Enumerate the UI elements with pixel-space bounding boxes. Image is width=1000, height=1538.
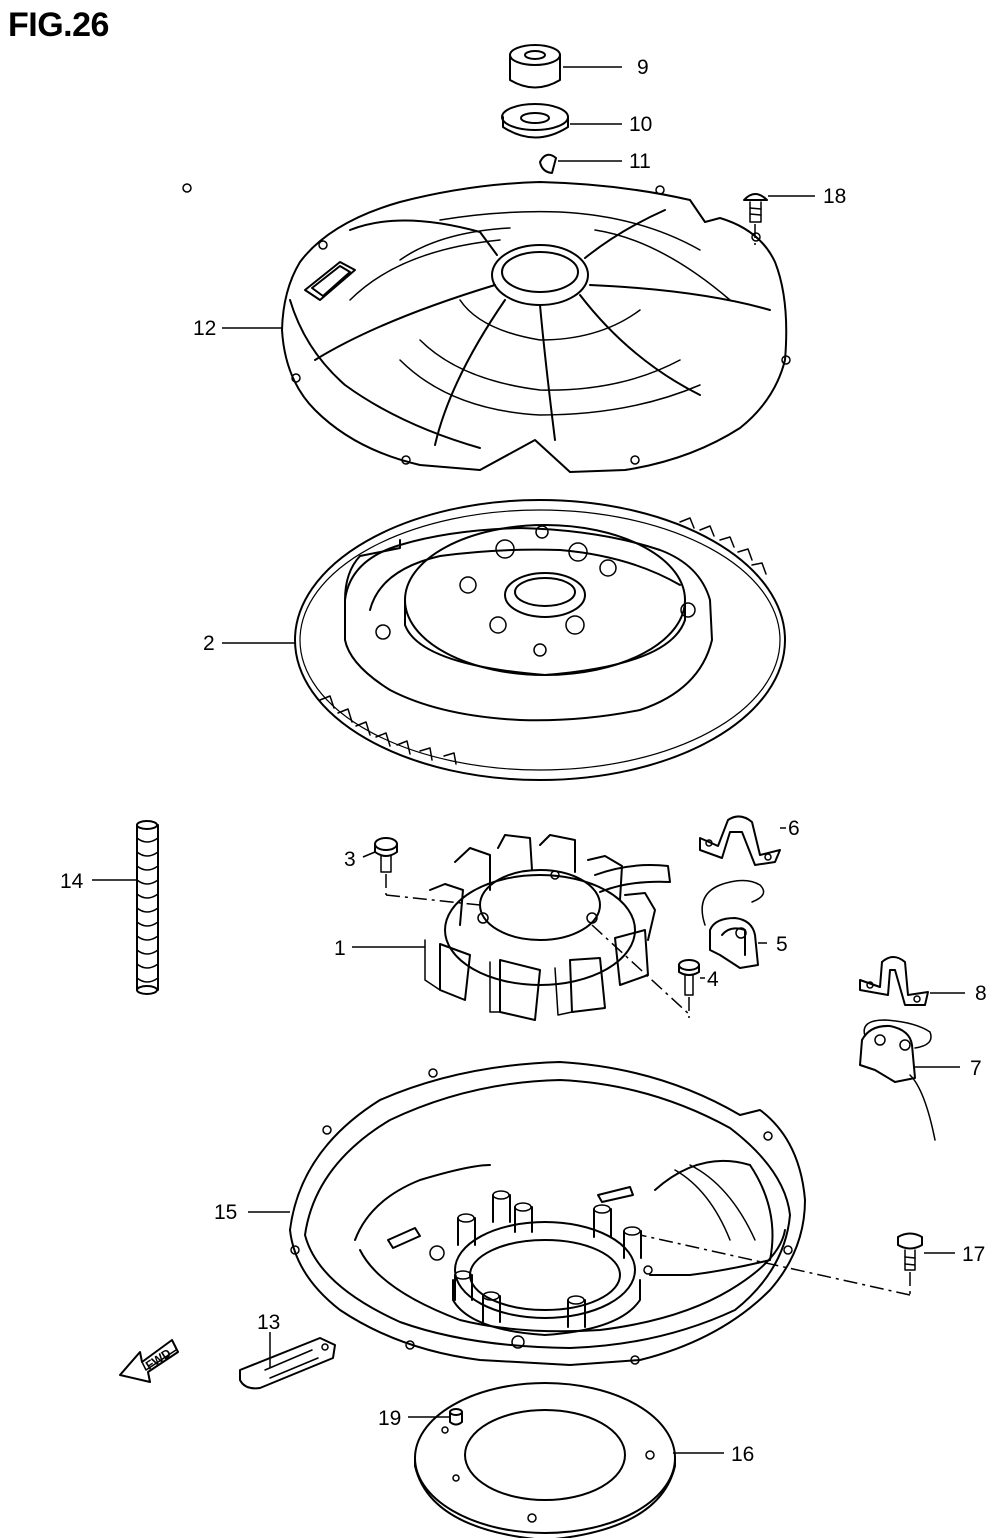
part-16-plate — [414, 1382, 724, 1538]
callout-7: 7 — [970, 1057, 982, 1080]
callout-9: 9 — [637, 56, 649, 79]
part-13-terminal-plate — [239, 1332, 336, 1390]
part-12-flywheel-cover — [182, 181, 791, 473]
callout-19: 19 — [378, 1407, 402, 1430]
callout-17: 17 — [962, 1243, 986, 1266]
part-1-stator — [352, 834, 691, 1021]
callout-5: 5 — [776, 933, 788, 956]
part-10-washer — [501, 103, 622, 139]
part-8-clamp — [859, 956, 965, 1006]
callout-2: 2 — [203, 632, 215, 655]
part-11-key — [539, 153, 622, 174]
part-15-stator-housing — [248, 1061, 806, 1366]
callout-18: 18 — [823, 185, 847, 208]
part-17-bolt — [639, 1232, 955, 1296]
part-19-pin — [408, 1408, 463, 1426]
callout-8: 8 — [975, 982, 987, 1005]
callout-1: 1 — [334, 937, 346, 960]
part-5-pulser-coil — [701, 879, 767, 969]
callout-3: 3 — [344, 848, 356, 871]
callout-12: 12 — [193, 317, 217, 340]
fwd-direction-arrow: FWD — [119, 1339, 179, 1383]
part-9-nut — [509, 44, 622, 89]
part-7-pulser-coil — [859, 1019, 960, 1141]
callout-15: 15 — [214, 1201, 238, 1224]
callout-11: 11 — [629, 150, 651, 173]
callout-10: 10 — [629, 113, 653, 136]
part-14-spiral-tube — [92, 820, 159, 995]
part-3-screw — [362, 837, 481, 906]
callout-14: 14 — [60, 870, 84, 893]
part-2-flywheel — [222, 499, 786, 781]
part-6-clamp — [699, 815, 786, 866]
callout-13: 13 — [257, 1311, 281, 1334]
callout-16: 16 — [731, 1443, 755, 1466]
callout-6: 6 — [788, 817, 800, 840]
callout-4: 4 — [707, 968, 719, 991]
part-18-screw — [743, 193, 815, 245]
part-4-screw — [678, 959, 705, 1018]
figure-title: FIG.26 — [8, 6, 109, 44]
